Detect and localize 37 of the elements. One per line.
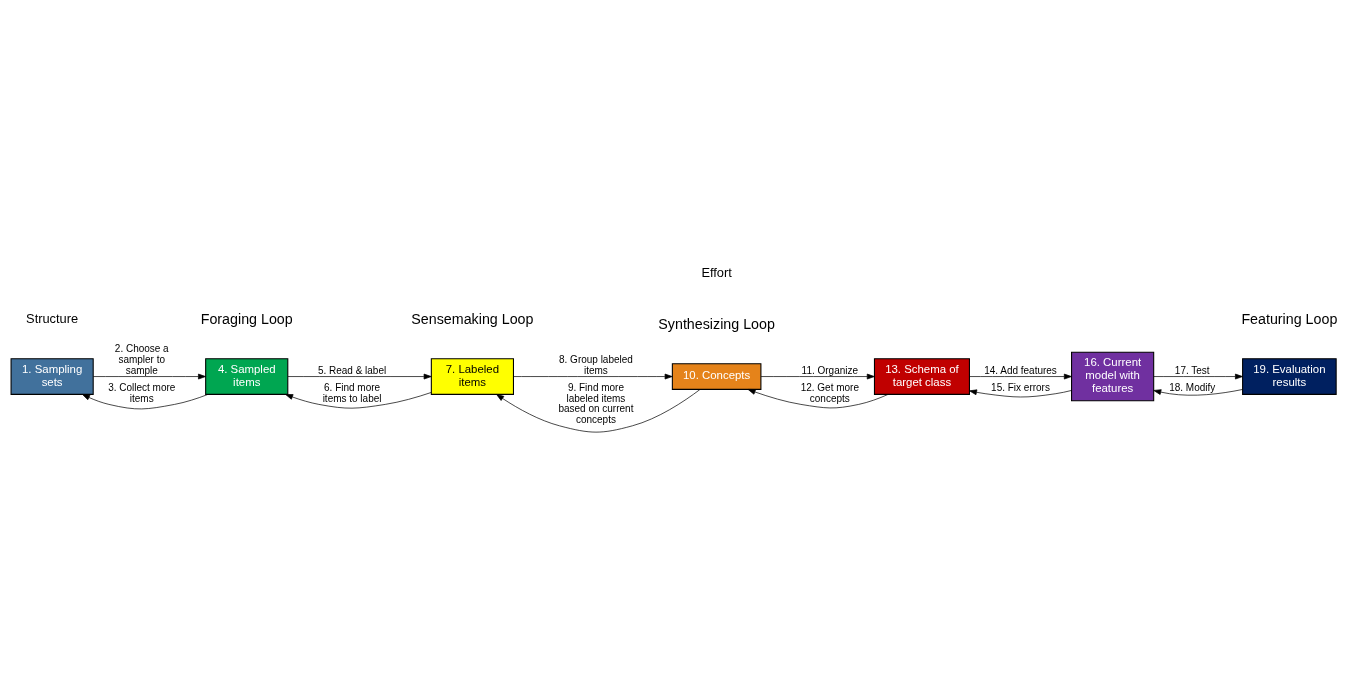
edge-label: 12. Get more concepts [800, 381, 859, 404]
arrow [747, 389, 889, 409]
arrow [287, 373, 432, 380]
node-box: 10. Concepts [671, 363, 762, 390]
edge-label: 18. Modify [1169, 381, 1216, 393]
label: Featuring Loop [1241, 310, 1338, 327]
edge-label: 3. Collect more items [108, 381, 176, 404]
arrow [1153, 373, 1243, 380]
edge-label: 9. Find more labeled items based on current concepts [558, 381, 634, 426]
node-box: 19. Evaluation results [1242, 358, 1337, 395]
edge-label: 5. Read & label [317, 364, 387, 376]
edge-label: 11. Organize [801, 364, 859, 376]
node-box: 16. Current model with features [1071, 351, 1155, 402]
arrow [969, 389, 1072, 398]
label: Foraging Loop [200, 310, 293, 327]
edge-label: 6. Find more items to label [322, 381, 382, 404]
node-box: 13. Schema of target class [873, 358, 970, 395]
arrow [513, 373, 673, 380]
edge-label: 14. Add features [984, 364, 1057, 376]
node-box: 4. Sampled items [205, 358, 289, 395]
arrow [1153, 389, 1243, 396]
node-box: 1. Sampling sets [10, 358, 94, 395]
label: Structure [26, 311, 79, 327]
label: Effort [701, 264, 732, 280]
edge-label: 8. Group labeled items [559, 354, 633, 376]
label: Synthesizing Loop [658, 315, 775, 332]
arrow [969, 373, 1072, 380]
arrow [496, 389, 701, 433]
node-box: 7. Labeled items [430, 358, 514, 395]
edge-label: 15. Fix errors [991, 381, 1050, 393]
edge-label: 2. Choose a sampler to sample [114, 343, 169, 376]
edge-label: 17. Test [1174, 364, 1210, 376]
arrow [82, 394, 209, 410]
arrow [285, 392, 432, 409]
label: Sensemaking Loop [411, 310, 534, 327]
arrow [93, 373, 206, 380]
arrow [760, 373, 875, 380]
